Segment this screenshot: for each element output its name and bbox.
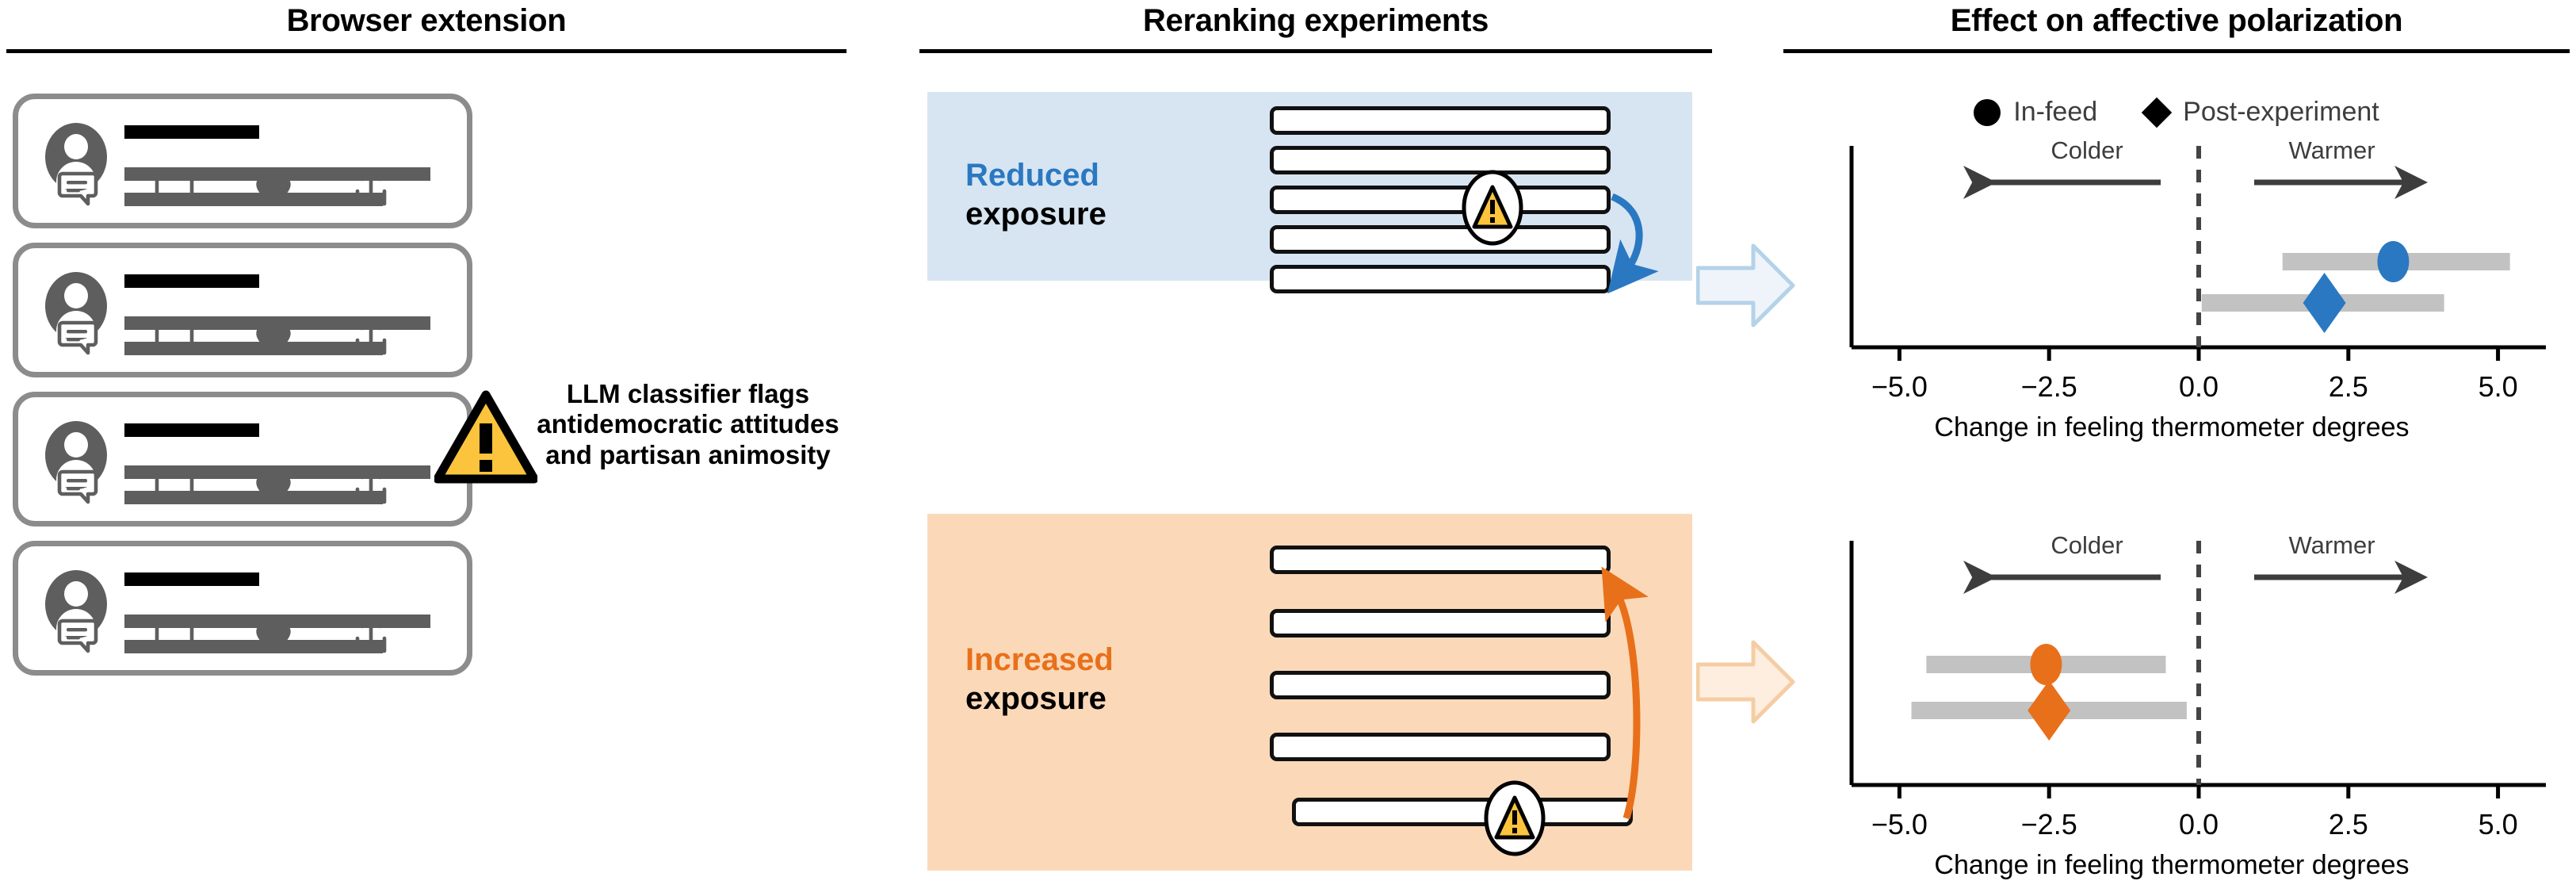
avatar [45,123,107,191]
demotion-arrow [1607,193,1659,294]
avatar-head [64,134,88,159]
feed-item[interactable] [1270,671,1611,699]
condition-label-increased: Increased exposure [965,641,1114,718]
warning-badge-icon [1482,779,1547,858]
heart-icon[interactable] [250,613,296,659]
flow-arrow-increased [1696,634,1795,729]
svg-text:Colder: Colder [2050,531,2123,559]
feed-item[interactable] [1270,546,1611,574]
svg-text:Colder: Colder [2050,136,2123,164]
feed-item[interactable] [1270,265,1611,293]
feed-item-flagged[interactable] [1292,798,1633,826]
avatar-head [64,283,88,308]
panel-reranking-experiments: Reranking experiments Reduced exposure [919,0,1712,896]
svg-text:−2.5: −2.5 [2021,370,2077,403]
share-icon[interactable] [348,464,394,510]
comment-icon[interactable] [56,464,102,510]
heart-icon[interactable] [250,166,296,212]
heart-icon[interactable] [250,315,296,361]
legend-label-post-experiment: Post-experiment [2183,97,2379,127]
legend-item-post-experiment: Post-experiment [2141,97,2379,128]
comment-icon[interactable] [56,166,102,212]
retweet-icon[interactable] [153,464,199,510]
promotion-arrow [1601,566,1649,820]
svg-text:Warmer: Warmer [2288,531,2375,559]
svg-text:2.5: 2.5 [2329,370,2368,403]
post-text-placeholder-line-1 [124,316,430,330]
diamond-marker-icon [2141,97,2173,128]
legend-label-in-feed: In-feed [2013,97,2098,127]
comment-icon[interactable] [56,315,102,361]
social-post-card[interactable] [13,243,472,377]
share-icon[interactable] [348,315,394,361]
social-post-card[interactable] [13,392,472,526]
post-author-placeholder [124,125,259,139]
condition-label-reduced: Reduced exposure [965,156,1106,234]
panel-title-effect-affective-polarization: Effect on affective polarization [1950,3,2403,38]
share-icon[interactable] [348,613,394,659]
condition-block-reduced-exposure: Reduced exposure [927,92,1692,294]
llm-classifier-annotation: LLM classifier flags antidemocratic atti… [537,379,839,469]
retweet-icon[interactable] [153,315,199,361]
svg-text:−5.0: −5.0 [1871,808,1928,840]
panel-divider-left [6,49,847,53]
svg-text:Change in feeling thermometer: Change in feeling thermometer degrees [1934,850,2409,880]
feed-item-flagged[interactable] [1270,186,1611,214]
condition-label-word2: exposure [965,680,1106,716]
svg-text:2.5: 2.5 [2329,808,2368,840]
feed-item[interactable] [1270,609,1611,638]
svg-text:5.0: 5.0 [2479,370,2518,403]
legend-item-in-feed: In-feed [1974,97,2097,128]
feed-item[interactable] [1270,733,1611,761]
avatar-head [64,432,88,458]
post-author-placeholder [124,572,259,586]
feed-item[interactable] [1270,146,1611,174]
flow-arrow-reduced [1696,238,1795,333]
social-feed-mock [13,94,472,690]
social-post-card[interactable] [13,94,472,228]
panel-title-browser-extension: Browser extension [286,3,567,38]
post-actions-row [48,397,461,521]
post-text-placeholder-line-1 [124,465,430,479]
social-post-card[interactable] [13,541,472,676]
circle-marker-icon [1974,98,2001,126]
share-icon[interactable] [348,166,394,212]
post-actions-row [48,248,461,372]
panel-browser-extension: Browser extension LLM classifier flags a… [6,0,847,896]
warning-badge-icon [1460,168,1525,247]
post-author-placeholder [124,423,259,437]
svg-text:−2.5: −2.5 [2021,808,2077,840]
condition-label-word2: exposure [965,196,1106,232]
avatar-head [64,581,88,607]
svg-text:5.0: 5.0 [2479,808,2518,840]
panel-title-reranking-experiments: Reranking experiments [1142,3,1489,38]
post-actions-row [48,546,461,670]
chart-legend: In-feed Post-experiment [1783,97,2570,128]
comment-icon[interactable] [56,613,102,659]
feed-item[interactable] [1270,106,1611,135]
svg-text:−5.0: −5.0 [1871,370,1928,403]
svg-text:Warmer: Warmer [2288,136,2375,164]
retweet-icon[interactable] [153,613,199,659]
retweet-icon[interactable] [153,166,199,212]
condition-label-word1: Reduced [965,158,1099,193]
condition-block-increased-exposure: Increased exposure [927,514,1692,871]
post-actions-row [48,99,461,223]
svg-text:Change in feeling thermometer: Change in feeling thermometer degrees [1934,412,2409,442]
svg-text:0.0: 0.0 [2179,808,2219,840]
post-author-placeholder [124,274,259,288]
svg-text:0.0: 0.0 [2179,370,2219,403]
warning-triangle-icon [434,390,537,484]
condition-label-word1: Increased [965,642,1114,677]
feed-item[interactable] [1270,225,1611,254]
post-text-placeholder-line-1 [124,167,430,181]
panel-effect-affective-polarization: Effect on affective polarization In-feed… [1783,0,2570,896]
panel-divider-right [1783,49,2570,53]
post-text-placeholder-line-1 [124,615,430,628]
panel-divider-mid [919,49,1712,53]
heart-icon[interactable] [250,464,296,510]
